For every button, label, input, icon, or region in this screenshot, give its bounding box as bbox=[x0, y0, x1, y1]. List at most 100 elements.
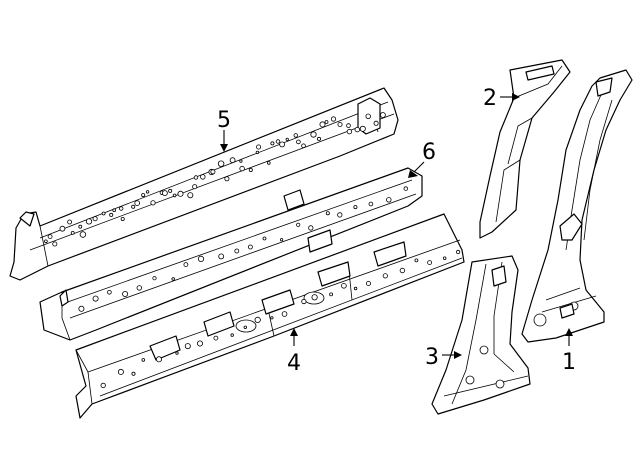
hole bbox=[329, 292, 334, 297]
callout-4: 4 bbox=[287, 351, 301, 376]
callout-5: 5 bbox=[217, 108, 231, 133]
hole bbox=[85, 218, 93, 225]
leader-3 bbox=[442, 351, 462, 359]
hole bbox=[67, 219, 72, 225]
hole bbox=[365, 113, 371, 119]
leader-2 bbox=[500, 93, 520, 101]
hole bbox=[239, 159, 243, 163]
hole bbox=[150, 200, 156, 206]
hole bbox=[330, 116, 337, 122]
hole bbox=[341, 282, 347, 289]
hole bbox=[210, 169, 216, 175]
part-5-rocker-reinforcement bbox=[9, 87, 399, 281]
hole bbox=[59, 225, 66, 232]
hole bbox=[324, 120, 329, 124]
hole bbox=[145, 190, 150, 194]
leader-5 bbox=[220, 130, 228, 152]
hole bbox=[293, 133, 298, 138]
hole bbox=[346, 123, 351, 128]
hole bbox=[120, 216, 125, 221]
hole bbox=[141, 358, 146, 362]
hole bbox=[200, 174, 206, 180]
hole bbox=[131, 371, 136, 376]
hole bbox=[382, 273, 388, 279]
hole bbox=[239, 165, 245, 172]
hole bbox=[262, 236, 267, 241]
hole bbox=[183, 262, 189, 268]
hole bbox=[187, 192, 194, 199]
hole bbox=[403, 186, 408, 191]
hole bbox=[337, 122, 343, 128]
part-3-lower-pillar bbox=[431, 255, 531, 415]
hole bbox=[171, 277, 175, 281]
hole bbox=[279, 238, 284, 242]
hole bbox=[379, 112, 386, 118]
hole bbox=[296, 222, 301, 227]
hole bbox=[44, 239, 48, 244]
hole bbox=[359, 125, 366, 132]
hole bbox=[256, 144, 262, 150]
hole bbox=[117, 368, 124, 375]
hole bbox=[316, 136, 321, 141]
hole bbox=[122, 290, 129, 297]
hole bbox=[192, 184, 198, 190]
hole bbox=[92, 216, 98, 222]
hole bbox=[255, 150, 260, 155]
hole bbox=[414, 258, 419, 263]
hole bbox=[285, 137, 289, 141]
hole bbox=[109, 212, 114, 217]
hole bbox=[213, 335, 219, 341]
hole bbox=[78, 305, 85, 312]
hole bbox=[270, 141, 275, 146]
hole bbox=[365, 280, 371, 286]
hole bbox=[354, 126, 360, 133]
hole bbox=[218, 253, 225, 260]
hole bbox=[346, 128, 353, 135]
hole bbox=[78, 224, 83, 229]
callout-1: 1 bbox=[562, 350, 576, 375]
part-4-rocker-panel bbox=[75, 213, 465, 419]
hole bbox=[301, 143, 306, 149]
hole bbox=[101, 211, 106, 216]
hole bbox=[175, 351, 179, 355]
hole bbox=[172, 193, 177, 198]
hole bbox=[197, 255, 205, 262]
hole bbox=[136, 285, 142, 291]
part-2-pillar-reinforcement bbox=[479, 59, 571, 239]
hole bbox=[92, 295, 99, 302]
hole bbox=[301, 298, 307, 305]
hole bbox=[193, 175, 199, 180]
hole bbox=[152, 276, 157, 281]
hole bbox=[353, 205, 358, 210]
hole bbox=[107, 289, 112, 295]
hole bbox=[281, 311, 288, 317]
hole bbox=[52, 241, 58, 247]
callout-3: 3 bbox=[425, 345, 439, 370]
hole bbox=[217, 160, 225, 167]
hole bbox=[141, 193, 146, 198]
hole bbox=[373, 120, 379, 126]
hole bbox=[296, 139, 301, 145]
hole bbox=[247, 244, 253, 250]
hole bbox=[112, 208, 116, 213]
hole bbox=[79, 231, 87, 238]
hole bbox=[399, 267, 406, 274]
hole bbox=[279, 141, 286, 148]
hole bbox=[248, 167, 253, 172]
hole bbox=[443, 256, 447, 260]
hole bbox=[229, 157, 236, 164]
hole bbox=[275, 139, 281, 144]
hole bbox=[155, 356, 162, 363]
part-6-inner-rocker bbox=[39, 167, 423, 341]
hole bbox=[230, 333, 234, 337]
hole bbox=[184, 343, 191, 350]
hole bbox=[386, 197, 392, 203]
callout-6: 6 bbox=[422, 140, 436, 165]
hole bbox=[353, 286, 358, 291]
leader-1 bbox=[565, 328, 573, 346]
hole bbox=[254, 316, 261, 323]
leader-4 bbox=[290, 328, 298, 346]
hole bbox=[325, 211, 330, 216]
hole bbox=[70, 230, 75, 235]
hole bbox=[368, 201, 374, 207]
